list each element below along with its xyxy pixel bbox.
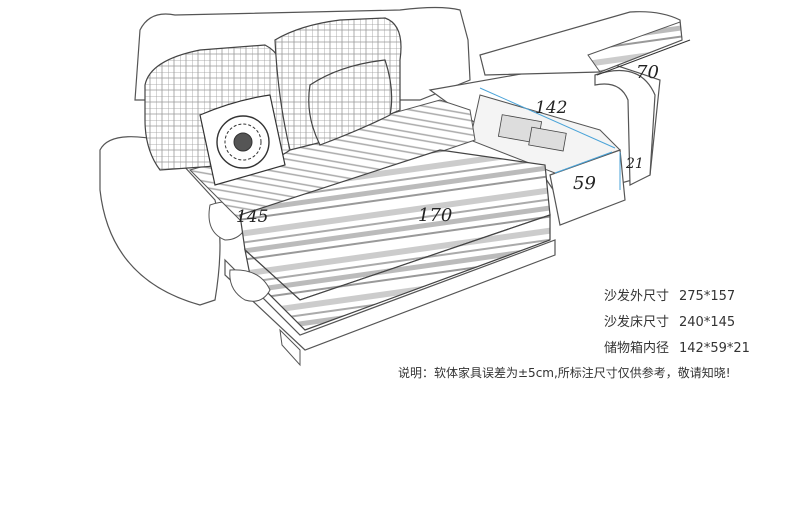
spec-label: 储物箱内径: [604, 341, 670, 356]
spec-row-storage: 储物箱内径 142*59*21: [604, 336, 750, 362]
dim-bed-width: 145: [236, 207, 268, 227]
chaise-front: [549, 149, 626, 226]
spec-value: 240*145: [679, 315, 736, 330]
spec-row-sofa: 沙发外尺寸 275*157: [604, 284, 750, 310]
spec-label: 沙发床尺寸: [604, 315, 670, 330]
dim-chaise-depth: 70: [636, 62, 659, 83]
spec-row-bed: 沙发床尺寸 240*145: [604, 310, 750, 336]
seat-cushion: [189, 99, 476, 221]
bed-frame: [224, 239, 556, 351]
spec-value: 142*59*21: [679, 341, 750, 356]
spec-list: 沙发外尺寸 275*157 沙发床尺寸 240*145 储物箱内径 142*59*21: [604, 284, 750, 362]
dim-storage-width: 59: [573, 173, 596, 194]
dim-storage-length: 142: [535, 98, 567, 118]
left-armrest: [99, 136, 221, 306]
stored-items: [497, 114, 567, 152]
dim-storage-height: 21: [625, 156, 644, 172]
dim-bed-length: 170: [418, 205, 452, 226]
lumbar-pillow: [308, 59, 393, 146]
disclaimer-note: 说明：软体家具误差为±5cm,所标注尺寸仅供参考，敬请知晓!: [398, 366, 731, 380]
spec-value: 275*157: [679, 289, 736, 304]
dimension-lines: [479, 87, 621, 190]
spec-label: 沙发外尺寸: [604, 289, 670, 304]
right-armrest: [594, 69, 656, 186]
